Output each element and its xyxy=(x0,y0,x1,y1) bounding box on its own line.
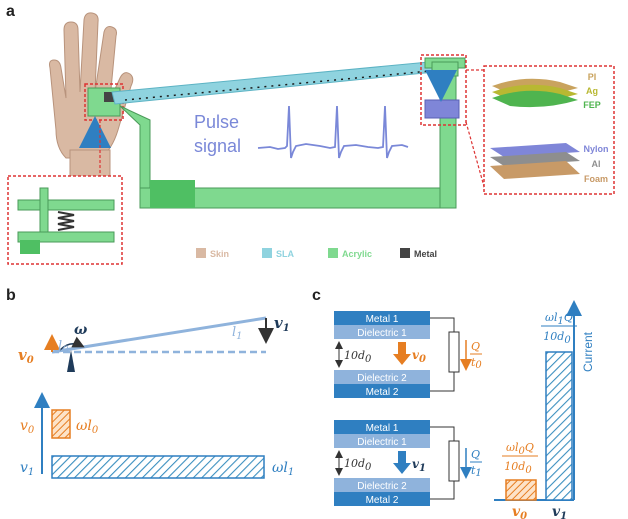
pulse-label-1: Pulse xyxy=(194,112,239,132)
bottom-resistor xyxy=(448,440,460,482)
bottom-metal2: Metal 2 xyxy=(366,495,399,506)
contact-sensor xyxy=(420,54,467,126)
legend-skin: Skin xyxy=(210,249,229,259)
lever-diagram: ω l0 l1 v0 v1 xyxy=(18,314,290,372)
v1-label: v1 xyxy=(274,314,290,334)
top-current-num: Q xyxy=(471,340,480,353)
pivot-icon xyxy=(67,350,75,372)
layers-zoom: PI Ag FEP Nylon Al Foam xyxy=(465,65,615,195)
top-metal2: Metal 2 xyxy=(366,387,399,398)
omega-label: ω xyxy=(74,322,88,338)
legend-acrylic-swatch xyxy=(328,248,338,258)
pulse-signal: Pulse signal xyxy=(194,105,409,159)
layer-pi: PI xyxy=(588,72,597,82)
top-gap: 10d0 xyxy=(344,349,372,365)
layer-ag: Ag xyxy=(586,86,598,96)
layer-fep: FEP xyxy=(583,100,601,110)
legend-metal: Metal xyxy=(414,249,437,259)
layer-foam: Foam xyxy=(584,174,608,184)
spring-zoom xyxy=(7,120,123,265)
lever-bar-chart: ωl0 ωl1 v0 v1 xyxy=(20,392,294,479)
bar-v1 xyxy=(51,455,265,479)
y-axis-label: Current xyxy=(581,331,595,372)
legend-skin-swatch xyxy=(196,248,206,258)
bar-v1-value: ωl1 xyxy=(272,460,294,478)
bar-v0 xyxy=(51,409,71,439)
bar-small xyxy=(505,479,537,501)
bottom-gap: 10d0 xyxy=(344,457,372,473)
legend-metal-swatch xyxy=(400,248,410,258)
legend-sla: SLA xyxy=(276,249,295,259)
top-dielectric1: Dielectric 1 xyxy=(357,328,407,339)
bottom-current-num: Q xyxy=(471,448,480,461)
bar-big-den: 10d0 xyxy=(543,330,571,346)
l0-label: l0 xyxy=(58,339,69,356)
axis-v0-label: v0 xyxy=(20,418,35,436)
sla-beam xyxy=(111,59,456,105)
top-dielectric2: Dielectric 2 xyxy=(357,373,407,384)
teng-stack-v1: Metal 1 Dielectric 1 Dielectric 2 Metal … xyxy=(334,420,482,506)
layer-al: Al xyxy=(592,159,601,169)
l1-label: l1 xyxy=(232,325,243,342)
axis-v1-label: v1 xyxy=(20,460,34,478)
v0-label: v0 xyxy=(18,346,34,366)
bottom-current-den: t1 xyxy=(471,464,482,479)
bottom-metal1: Metal 1 xyxy=(366,423,399,434)
bar-big xyxy=(545,351,573,501)
teng-stack-v0: Metal 1 Dielectric 1 Dielectric 2 Metal … xyxy=(334,311,482,398)
bar-big-num: ωl1Q xyxy=(545,311,573,327)
top-resistor xyxy=(448,331,460,373)
bottom-velocity-arrow xyxy=(393,451,411,474)
bottom-dielectric1: Dielectric 1 xyxy=(357,437,407,448)
panel-label-b: b xyxy=(6,287,16,304)
bar-v0-value: ωl0 xyxy=(76,418,99,436)
bar-small-den: 10d0 xyxy=(504,460,532,476)
current-bar-chart: Current ωl0Q 10d0 ωl1Q 10d0 v0 v1 xyxy=(494,300,595,519)
panel-label-c: c xyxy=(312,287,321,304)
pulse-label-2: signal xyxy=(194,136,241,156)
bottom-dielectric2: Dielectric 2 xyxy=(357,481,407,492)
top-velocity-arrow xyxy=(393,342,411,365)
legend-acrylic: Acrylic xyxy=(342,249,372,259)
wrist-sensor xyxy=(79,83,124,148)
top-current-den: t0 xyxy=(471,356,482,371)
bottom-velocity: v1 xyxy=(412,457,426,474)
legend: Skin SLA Acrylic Metal xyxy=(196,248,437,259)
top-velocity: v0 xyxy=(412,348,426,365)
legend-sla-swatch xyxy=(262,248,272,258)
panel-label-a: a xyxy=(6,3,15,20)
layer-nylon: Nylon xyxy=(583,144,608,154)
bar-small-num: ωl0Q xyxy=(506,441,534,457)
top-metal1: Metal 1 xyxy=(366,314,399,325)
x-label-v0: v0 xyxy=(512,504,527,519)
x-label-v1: v1 xyxy=(552,504,567,519)
